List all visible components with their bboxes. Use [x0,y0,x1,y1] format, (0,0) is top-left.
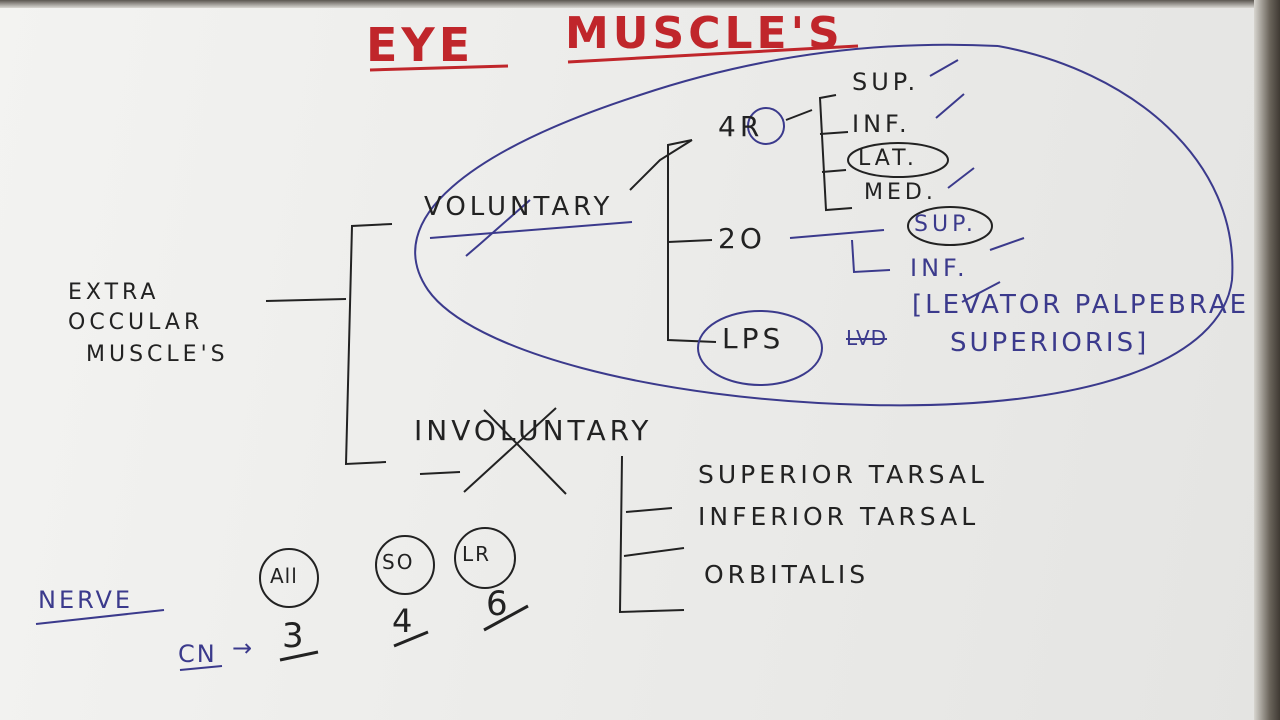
lps-struck-text: LVD [846,326,888,350]
involuntary-item-superior-tarsal: SUPERIOR TARSAL [698,460,988,489]
nerve-muscle-all: All [270,564,298,588]
root-label-line-1: EXTRA [68,280,160,305]
nerve-number-3: 3 [282,616,308,656]
title-word-muscles: MUSCLE'S [565,8,844,59]
involuntary-item-inferior-tarsal: INFERIOR TARSAL [698,502,980,531]
nerve-muscle-lr: LR [462,542,492,566]
nerve-muscle-so: SO [382,550,415,574]
involuntary-item-orbitalis: ORBITALIS [704,560,870,589]
rectus-medial: MED. [864,180,937,205]
lps-full-name-line-2: SUPERIORIS] [950,328,1150,358]
involuntary-label: INVOLUNTARY [414,414,653,447]
nerve-label: NERVE [38,586,134,614]
rectus-inferior: INF. [852,110,911,138]
nerve-number-4: 4 [392,602,417,640]
lps-full-name-line-1: [LEVATOR PALPEBRAE [912,290,1250,320]
lps-label: LPS [722,322,785,355]
root-label-line-2: OCCULAR [68,310,204,335]
paper-right-edge [1254,0,1280,720]
nerve-number-6: 6 [486,584,512,624]
rectus-lateral: LAT. [858,146,918,171]
paper-top-edge [0,0,1280,8]
oblique-superior: SUP. [914,212,977,237]
two-oblique-label: 2O [718,222,766,255]
cranial-nerve-arrow: → [232,634,257,662]
cranial-nerve-label: CN [178,640,217,668]
voluntary-label: VOLUNTARY [424,192,614,222]
root-label-line-3: MUSCLE'S [86,342,229,367]
four-rectus-label: 4R [718,110,764,143]
title-word-eye: EYE [366,18,475,72]
rectus-superior: SUP. [852,68,920,96]
oblique-inferior: INF. [910,254,969,282]
